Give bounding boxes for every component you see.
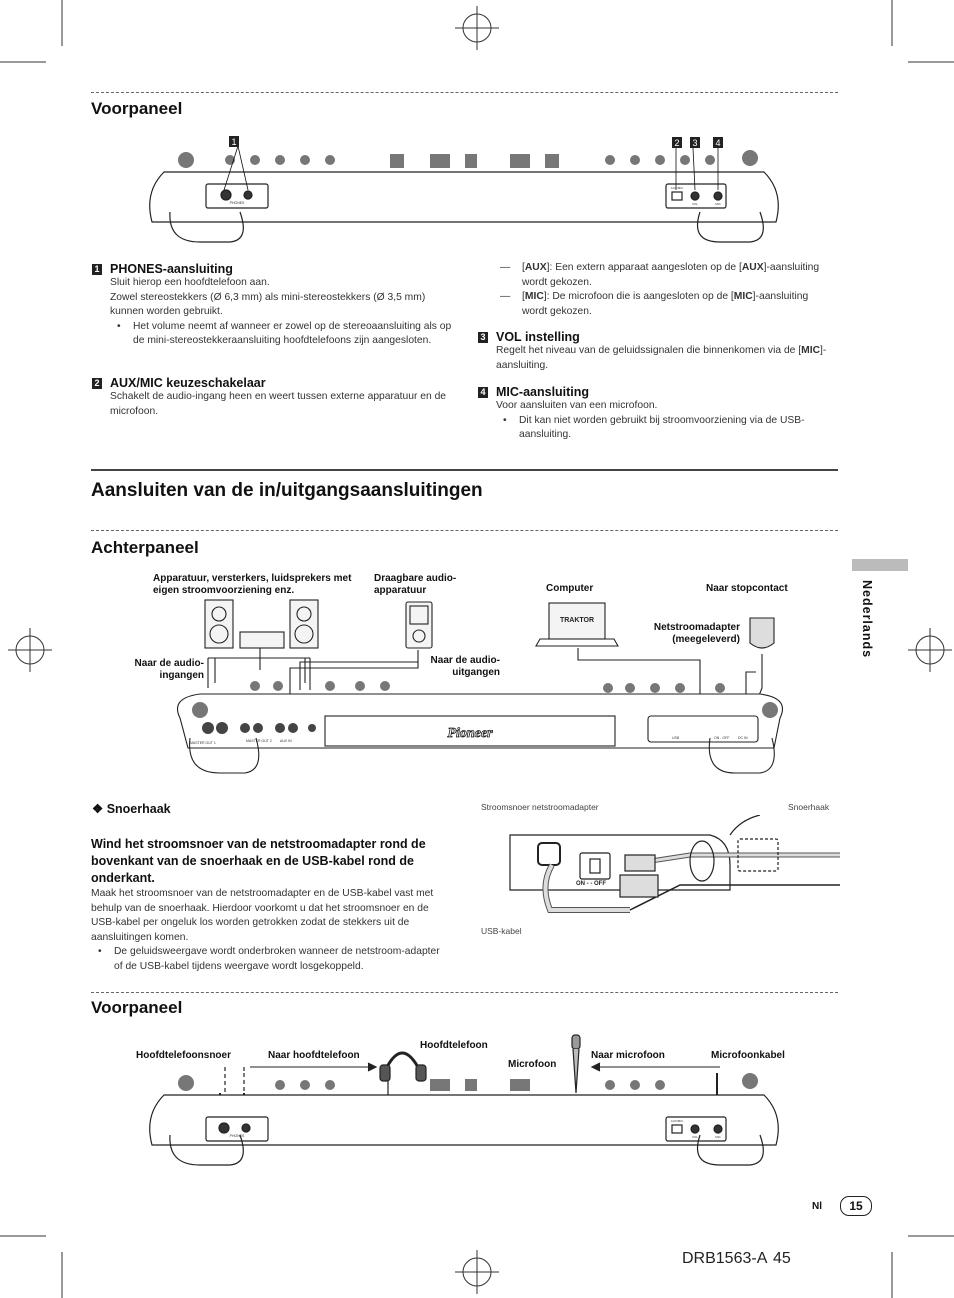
callout-1: 1 bbox=[231, 137, 236, 147]
item-heading: AUX/MIC keuzeschakelaar bbox=[110, 376, 266, 390]
dash-item: [MIC]: De microfoon die is aangesloten o… bbox=[500, 290, 835, 319]
label-adapter-cord: Stroomsnoer netstroomadapter bbox=[481, 802, 599, 812]
callout-3: 3 bbox=[692, 138, 697, 148]
cord-hook-paragraph: Maak het stroomsnoer van de netstroomada… bbox=[91, 888, 434, 943]
label-equipment: Apparatuur, versterkers, luidsprekers me… bbox=[153, 573, 352, 596]
section-title-front-panel-2: Voorpaneel bbox=[91, 998, 183, 1017]
mic-label: MIC bbox=[715, 202, 721, 206]
pioneer-logo: Pioneer bbox=[447, 726, 493, 741]
item-heading: VOL instelling bbox=[496, 330, 580, 344]
vol-label: VOL bbox=[692, 202, 698, 206]
dash-separator bbox=[91, 992, 838, 993]
dc-in-label: DC IN bbox=[738, 736, 748, 740]
doc-code: DRB1563-A bbox=[682, 1250, 768, 1267]
label-hook: Snoerhaak bbox=[788, 802, 830, 812]
bullet-text: De geluidsweergave wordt onderbroken wan… bbox=[91, 945, 451, 974]
label-headphone-cord: Hoofdtelefoonsnoer bbox=[136, 1050, 231, 1061]
label-audio-in: Naar de audio-ingangen bbox=[134, 658, 204, 681]
language-tab bbox=[852, 559, 908, 571]
item-text: Regelt het niveau van de geluidssignalen… bbox=[496, 345, 827, 371]
language-label: Nederlands bbox=[860, 580, 874, 659]
dash-separator bbox=[91, 92, 838, 93]
cord-hook-diagram: ON - - OFF bbox=[509, 815, 840, 913]
bullet-text: Het volume neemt af wanneer er zowel op … bbox=[110, 320, 452, 349]
usb-label: USB bbox=[672, 736, 680, 740]
rear-panel-diagram: TRAKTOR Pioneer MASTER OUT 1 MASTER OUT … bbox=[176, 599, 784, 774]
on-off-label: ON - OFF bbox=[714, 736, 729, 740]
cord-hook-body: Maak het stroomsnoer van de netstroomada… bbox=[91, 887, 451, 974]
vol-label: VOL bbox=[692, 1135, 698, 1139]
item-number: 3 bbox=[478, 331, 488, 343]
item-number: 4 bbox=[478, 386, 488, 398]
callout-2: 2 bbox=[674, 138, 679, 148]
cord-hook-instruction: Wind het stroomsnoer van de netstroomada… bbox=[91, 837, 426, 885]
cord-hook-heading: ❖ Snoerhaak bbox=[92, 802, 171, 816]
phones-jack-label: PHONES bbox=[230, 201, 245, 205]
front-panel-diagram: 1 2 3 4 PHONES AUX/MIC VOL MIC bbox=[149, 136, 779, 243]
aux-mic-label: AUX/MIC bbox=[671, 186, 684, 190]
item-text: Voor aansluiten van een microfoon. bbox=[496, 400, 658, 411]
item-heading: MIC-aansluiting bbox=[496, 385, 590, 399]
section-title-rear-panel: Achterpaneel bbox=[91, 538, 199, 557]
phones-jack-label: PHONES bbox=[230, 1134, 245, 1138]
label-outlet: Naar stopcontact bbox=[706, 583, 788, 594]
master-out1-label: MASTER OUT 1 bbox=[190, 741, 216, 745]
item-number: 1 bbox=[92, 263, 102, 275]
title-rule bbox=[91, 469, 838, 471]
section-title-front-panel: Voorpaneel bbox=[91, 99, 183, 118]
item-number: 2 bbox=[92, 377, 102, 389]
label-usb-cable: USB-kabel bbox=[481, 926, 522, 936]
item-vol: 3 VOL instelling Regelt het niveau van de… bbox=[478, 330, 833, 373]
traktor-screen-label: TRAKTOR bbox=[560, 617, 594, 624]
label-mic-cable: Microfoonkabel bbox=[711, 1050, 785, 1061]
item-heading: PHONES-aansluiting bbox=[110, 262, 233, 276]
sheet-number: 45 bbox=[773, 1250, 791, 1267]
dash-separator bbox=[91, 530, 838, 531]
aux-mic-options: [AUX]: Een extern apparaat aangesloten o… bbox=[500, 261, 835, 319]
front-panel-connection-diagram: PHONES AUX/MIC VOL MIC bbox=[149, 1034, 779, 1166]
item-mic: 4 MIC-aansluiting Voor aansluiten van een… bbox=[478, 385, 833, 443]
label-audio-out: Naar de audio-uitgangen bbox=[430, 655, 500, 678]
item-text: Schakelt de audio-ingang heen en weert t… bbox=[110, 391, 447, 417]
lang-code: Nl bbox=[812, 1201, 822, 1212]
mic-label: MIC bbox=[715, 1135, 721, 1139]
item-text: Zowel stereostekkers (Ø 6,3 mm) als mini… bbox=[110, 291, 426, 318]
bullet-text: Dit kan niet worden gebruikt bij stroomv… bbox=[496, 414, 833, 443]
diamond-icon: ❖ bbox=[92, 802, 107, 816]
label-microphone: Microfoon bbox=[508, 1059, 557, 1070]
master-out2-label: MASTER OUT 2 bbox=[246, 739, 272, 743]
label-to-microphone: Naar microfoon bbox=[591, 1050, 665, 1061]
callout-4: 4 bbox=[715, 138, 720, 148]
label-adapter: Netstroomadapter (meegeleverd) bbox=[653, 622, 740, 645]
label-headphones: Hoofdtelefoon bbox=[420, 1040, 488, 1051]
item-aux-mic-switch: 2 AUX/MIC keuzeschakelaar Schakelt de aud… bbox=[92, 376, 452, 419]
page-title: Aansluiten van de in/uitgangsaansluiting… bbox=[91, 480, 483, 501]
item-phones: 1 PHONES-aansluiting Sluit hierop een hoo… bbox=[92, 262, 452, 349]
item-text: Sluit hierop een hoofdtelefoon aan. bbox=[110, 277, 270, 288]
aux-in-label: AUX IN bbox=[280, 739, 292, 743]
label-portable: Draagbare audio-apparatuur bbox=[374, 573, 457, 596]
label-to-headphones: Naar hoofdtelefoon bbox=[268, 1050, 360, 1061]
aux-mic-label: AUX/MIC bbox=[671, 1119, 684, 1123]
dash-item: [AUX]: Een extern apparaat aangesloten o… bbox=[500, 261, 835, 290]
on-off-switch-label: ON - - OFF bbox=[576, 881, 606, 887]
label-computer: Computer bbox=[546, 583, 594, 594]
page-number: 15 bbox=[840, 1196, 872, 1216]
